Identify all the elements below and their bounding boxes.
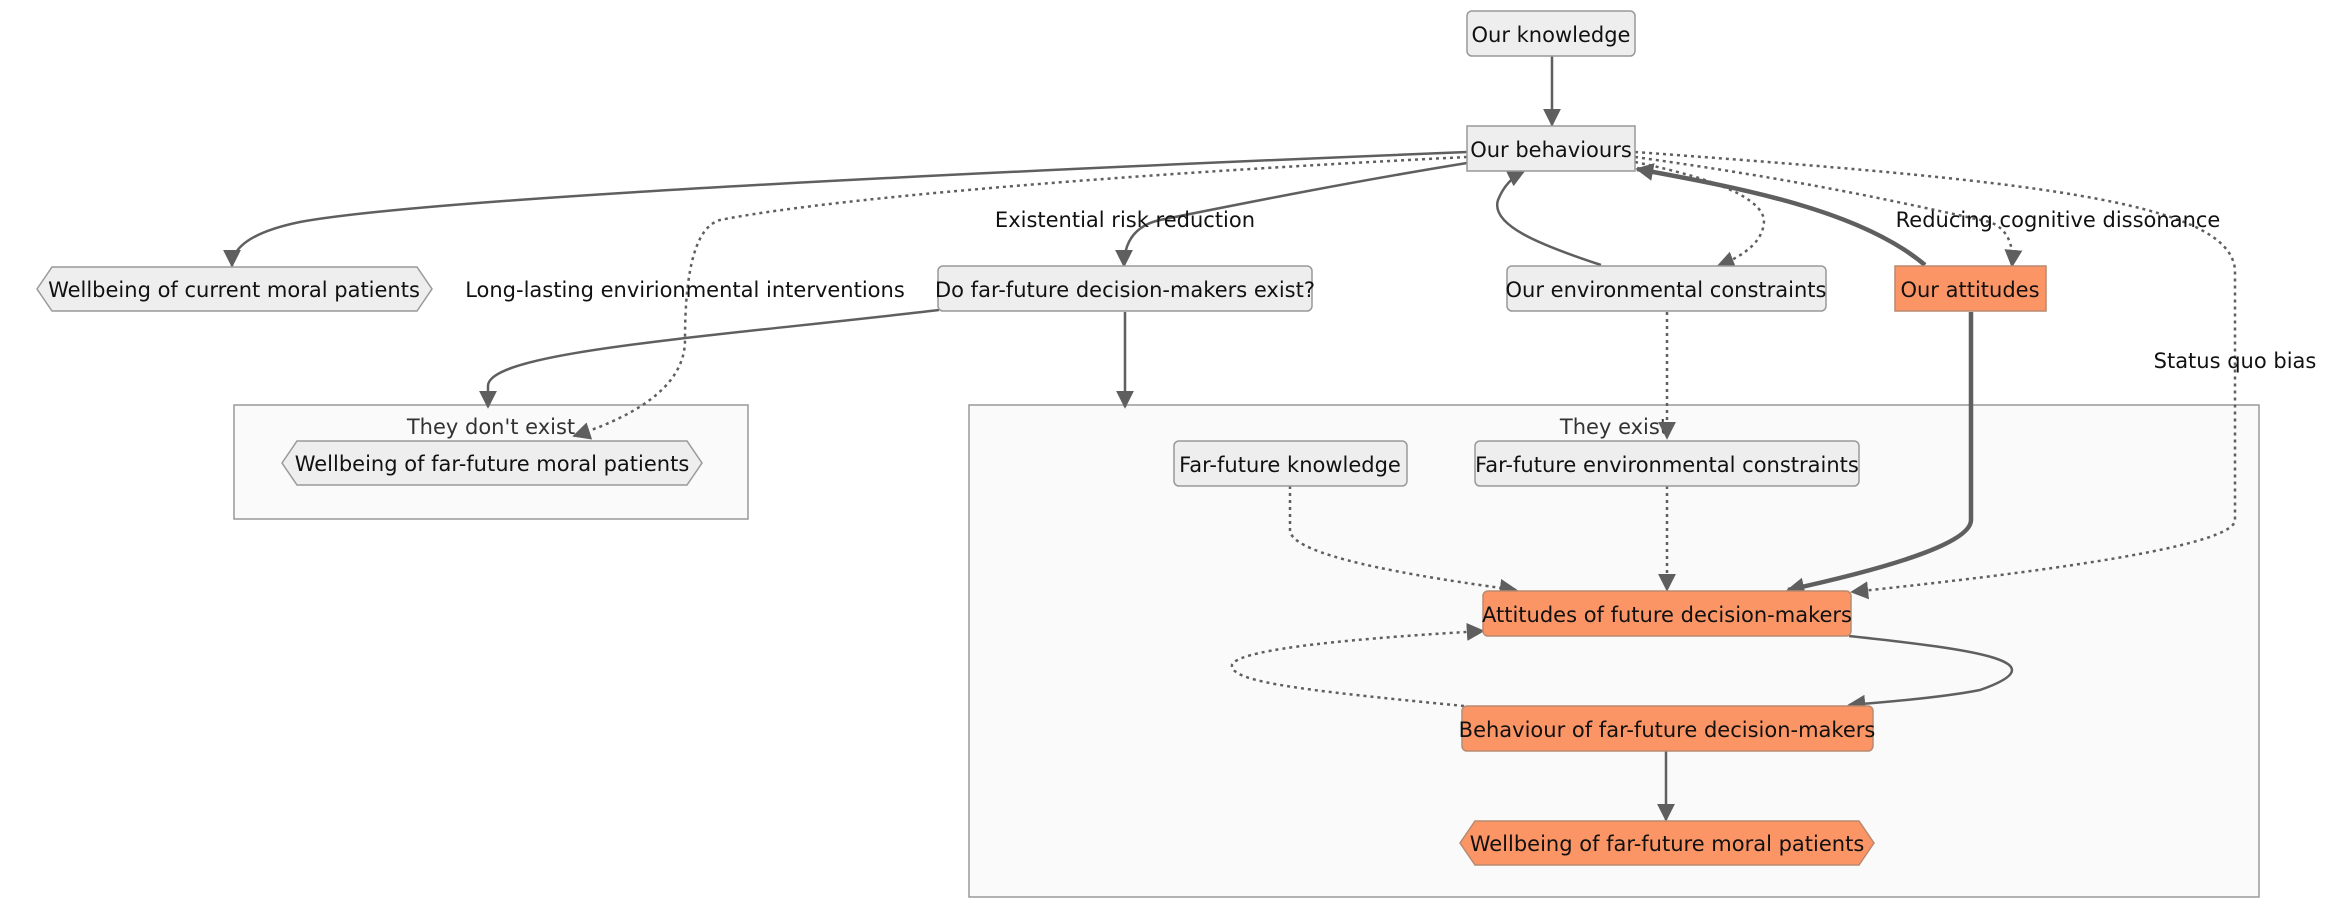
node-attitudes-of-future-decision-makers[interactable]: Attitudes of future decision-makers [1482,590,1852,637]
node-far-future-exist-question[interactable]: Do far-future decision-makers exist? [935,265,1315,312]
node-label: Our behaviours [1470,138,1632,162]
node-our-environmental-constraints[interactable]: Our environmental constraints [1506,265,1827,312]
cluster-label-they-exist: They exist [1559,415,1668,439]
edge-label-status-quo: Status quo bias [2154,349,2317,373]
edge-far-future-exist-to-they-dont-exist [479,308,940,409]
edge-attitudes-future-to-behaviour [1847,634,2014,713]
edge-env-constraints-to-behaviours [1495,169,1602,267]
cluster-they-exist: They exist [968,404,2260,898]
edge-behaviours-to-far-future-exist [1115,161,1468,268]
edge-behaviour-to-attitudes-future-dotted [1230,622,1485,708]
edge-behaviours-to-attitudes-future-dotted [1634,150,2237,600]
node-our-attitudes[interactable]: Our attitudes [1894,265,2047,312]
node-label: Our knowledge [1472,23,1631,47]
node-behaviour-of-far-future-decision-makers[interactable]: Behaviour of far-future decision-makers [1459,705,1876,752]
node-label: Far-future knowledge [1179,453,1401,477]
edge-label-reducing-dissonance: Reducing cognitive dissonance [1896,208,2221,232]
node-label: Behaviour of far-future decision-makers [1459,718,1876,742]
node-label: Our attitudes [1900,278,2039,302]
edge-attitudes-to-behaviours [1635,163,1927,267]
node-wellbeing-far-future-they-dont-exist[interactable]: Wellbeing of far-future moral patients [281,440,703,486]
node-far-future-environmental-constraints[interactable]: Far-future environmental constraints [1474,440,1860,487]
node-far-future-knowledge[interactable]: Far-future knowledge [1173,440,1408,487]
edge-labels: Existential risk reduction Long-lasting … [465,208,2316,373]
node-wellbeing-current-moral-patients[interactable]: Wellbeing of current moral patients [36,266,433,312]
node-label: Do far-future decision-makers exist? [935,278,1315,302]
node-label: Wellbeing of far-future moral patients [1470,832,1865,856]
node-our-behaviours[interactable]: Our behaviours [1466,125,1636,172]
node-label: Wellbeing of current moral patients [48,278,420,302]
node-label: Our environmental constraints [1506,278,1827,302]
node-wellbeing-far-future-they-exist[interactable]: Wellbeing of far-future moral patients [1459,820,1875,866]
edge-behaviours-to-env-constraints-dotted [1634,160,1766,269]
node-label: Far-future environmental constraints [1475,453,1859,477]
node-our-knowledge[interactable]: Our knowledge [1466,10,1636,57]
edge-label-existential-risk: Existential risk reduction [995,208,1255,232]
node-label: Wellbeing of far-future moral patients [295,452,690,476]
edge-label-long-lasting: Long-lasting envirionmental intervention… [465,278,905,302]
cluster-label-they-dont-exist: They don't exist [406,415,575,439]
edge-behaviours-to-attitudes-dotted [1634,155,2023,268]
edge-far-future-knowledge-to-attitudes-dotted [1288,486,1518,597]
edge-behaviours-to-far-future-wellbeing-dotted [572,155,1468,440]
edge-behaviours-to-wellbeing-current [223,150,1468,268]
node-label: Attitudes of future decision-makers [1482,603,1852,627]
edges [223,56,2237,822]
edge-attitudes-to-attitudes-future [1786,312,1974,596]
